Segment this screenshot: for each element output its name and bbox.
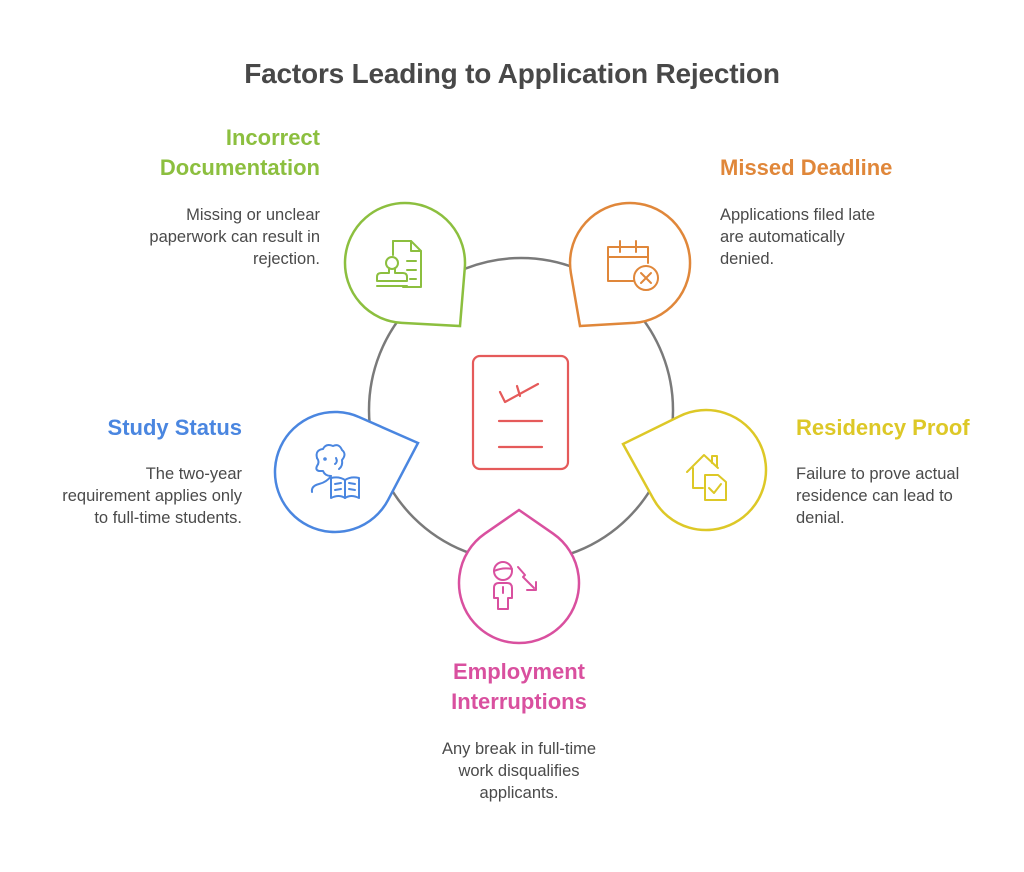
factor-title-missed-deadline: Missed Deadline [720,153,980,183]
description-line: rejection. [253,250,320,268]
factor-description-study-status: The two-year requirement applies only to… [20,463,242,529]
teardrop-marker [273,410,420,534]
marker-residency-proof [621,408,768,532]
description-line: requirement applies only [62,487,242,505]
description-line: Failure to prove actual [796,465,960,483]
factor-title-study-status: Study Status [20,413,242,443]
factor-title-residency-proof: Residency Proof [796,413,1016,443]
description-line: applicants. [479,784,559,802]
factor-description-employment-interruptions: Any break in full-time work disqualifies… [399,738,639,804]
marker-study-status [273,410,420,534]
factor-title-incorrect-documentation: Incorrect Documentation [80,123,320,183]
title-line: Study Status [107,415,242,440]
description-line: work disqualifies [458,762,580,780]
marker-incorrect-documentation [343,201,467,328]
student-reading-icon [310,444,360,499]
document-stamp-icon [376,240,422,288]
title-line: Employment [452,659,586,684]
diagram-title: Factors Leading to Application Rejection [244,58,780,89]
teardrop-marker [343,201,467,328]
description-line: to full-time students. [94,509,242,527]
description-line: The two-year [145,465,242,483]
description-line: Missing or unclear [186,206,320,224]
marker-employment-interruptions [457,508,581,645]
marker-missed-deadline [568,201,692,328]
title-line: Residency Proof [796,415,970,440]
description-line: Any break in full-time [441,740,597,758]
description-line: Applications filed late [720,206,876,224]
factor-description-incorrect-documentation: Missing or unclear paperwork can result … [100,204,320,270]
description-line: denied. [720,250,775,268]
title-line: Missed Deadline [720,155,893,180]
calendar-cancel-icon [607,240,659,291]
person-trend-down-icon [493,561,537,610]
factor-description-missed-deadline: Applications filed late are automaticall… [720,204,960,270]
teardrop-marker [568,201,692,328]
description-line: denial. [796,509,845,527]
description-line: are automatically [720,228,845,246]
factor-description-residency-proof: Failure to prove actual residence can le… [796,463,1016,529]
title-line: Incorrect [225,125,320,150]
factor-title-employment-interruptions: Employment Interruptions [389,657,649,717]
description-line: residence can lead to [796,487,953,505]
teardrop-marker [457,508,581,645]
description-line: paperwork can result in [149,228,320,246]
title-line: Interruptions [451,689,587,714]
teardrop-marker [621,408,768,532]
title-line: Documentation [159,155,320,180]
house-document-check-icon [686,454,727,501]
checklist-document-icon [471,354,570,471]
